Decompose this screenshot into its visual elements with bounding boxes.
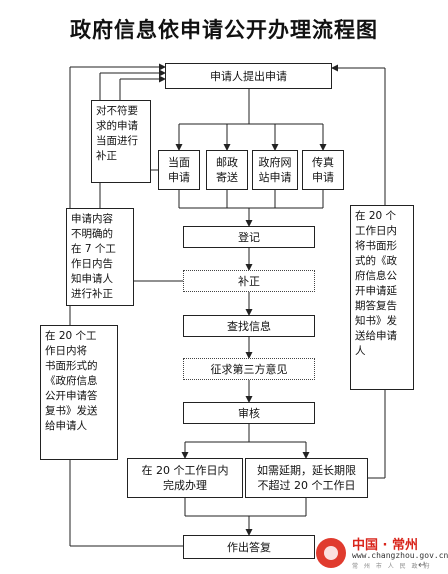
page-title: 政府信息依申请公开办理流程图 (70, 17, 378, 42)
within20-box: 在 20 个工作日内 完成办理 (127, 458, 243, 498)
logo-url: www.changzhou.gov.cn (352, 551, 448, 560)
noncompliant-note: 对不符要 求的申请 当面进行 补正 (91, 100, 151, 183)
logo-subtitle: 常 州 市 人 民 政 府 (352, 563, 432, 570)
unclear-note: 申请内容 不明确的 在 7 个工 作日内告 知申请人 进行补正 (66, 208, 134, 306)
unclear-note-text: 申请内容 不明确的 在 7 个工 作日内告 知申请人 进行补正 (71, 213, 116, 300)
extension-box: 如需延期，延长期限 不超过 20 个工作日 (245, 458, 368, 498)
channel-online-box: 政府网 站申请 (252, 150, 298, 190)
channel-post-box: 邮政 寄送 (206, 150, 248, 190)
changzhou-logo: 中国 · 常州 www.changzhou.gov.cn 常 州 市 人 民 政… (316, 534, 448, 572)
search-label: 查找信息 (227, 319, 271, 333)
noncompliant-note-text: 对不符要 求的申请 当面进行 补正 (96, 105, 138, 162)
channel-online-label: 政府网 站申请 (258, 156, 292, 184)
return-mark-icon: ↵ (418, 560, 427, 571)
channel-fax-box: 传真 申请 (302, 150, 344, 190)
third-party-box: 征求第三方意见 (183, 358, 315, 380)
reply-label: 作出答复 (227, 540, 271, 554)
extension-label: 如需延期，延长期限 不超过 20 个工作日 (257, 464, 356, 492)
channel-fax-label: 传真 申请 (312, 156, 334, 184)
register-box: 登记 (183, 226, 315, 248)
reply-box: 作出答复 (183, 535, 315, 559)
reply-doc-note-text: 在 20 个工 作日内将 书面形式的 《政府信息 公开申请答 复书》发送 给申请… (45, 330, 98, 432)
reply-doc-note: 在 20 个工 作日内将 书面形式的 《政府信息 公开申请答 复书》发送 给申请… (40, 325, 118, 460)
extension-doc-note-text: 在 20 个 工作日内 将书面形 式的《政 府信息公 开申请延 期答复告 知书》… (355, 210, 397, 357)
extension-doc-note: 在 20 个 工作日内 将书面形 式的《政 府信息公 开申请延 期答复告 知书》… (350, 205, 414, 390)
review-box: 审核 (183, 402, 315, 424)
supplement-box: 补正 (183, 270, 315, 292)
channel-post-label: 邮政 寄送 (216, 156, 238, 184)
register-label: 登记 (238, 230, 260, 244)
within20-label: 在 20 个工作日内 完成办理 (141, 464, 229, 492)
logo-emblem-icon (316, 538, 346, 568)
channel-in-person-box: 当面 申请 (158, 150, 200, 190)
supplement-label: 补正 (238, 274, 260, 288)
logo-name: 中国 · 常州 (352, 538, 418, 553)
apply-box: 申请人提出申请 (165, 63, 332, 89)
search-box: 查找信息 (183, 315, 315, 337)
review-label: 审核 (238, 406, 260, 420)
apply-label: 申请人提出申请 (210, 69, 287, 83)
third-party-label: 征求第三方意见 (210, 362, 288, 376)
channel-in-person-label: 当面 申请 (168, 156, 190, 184)
